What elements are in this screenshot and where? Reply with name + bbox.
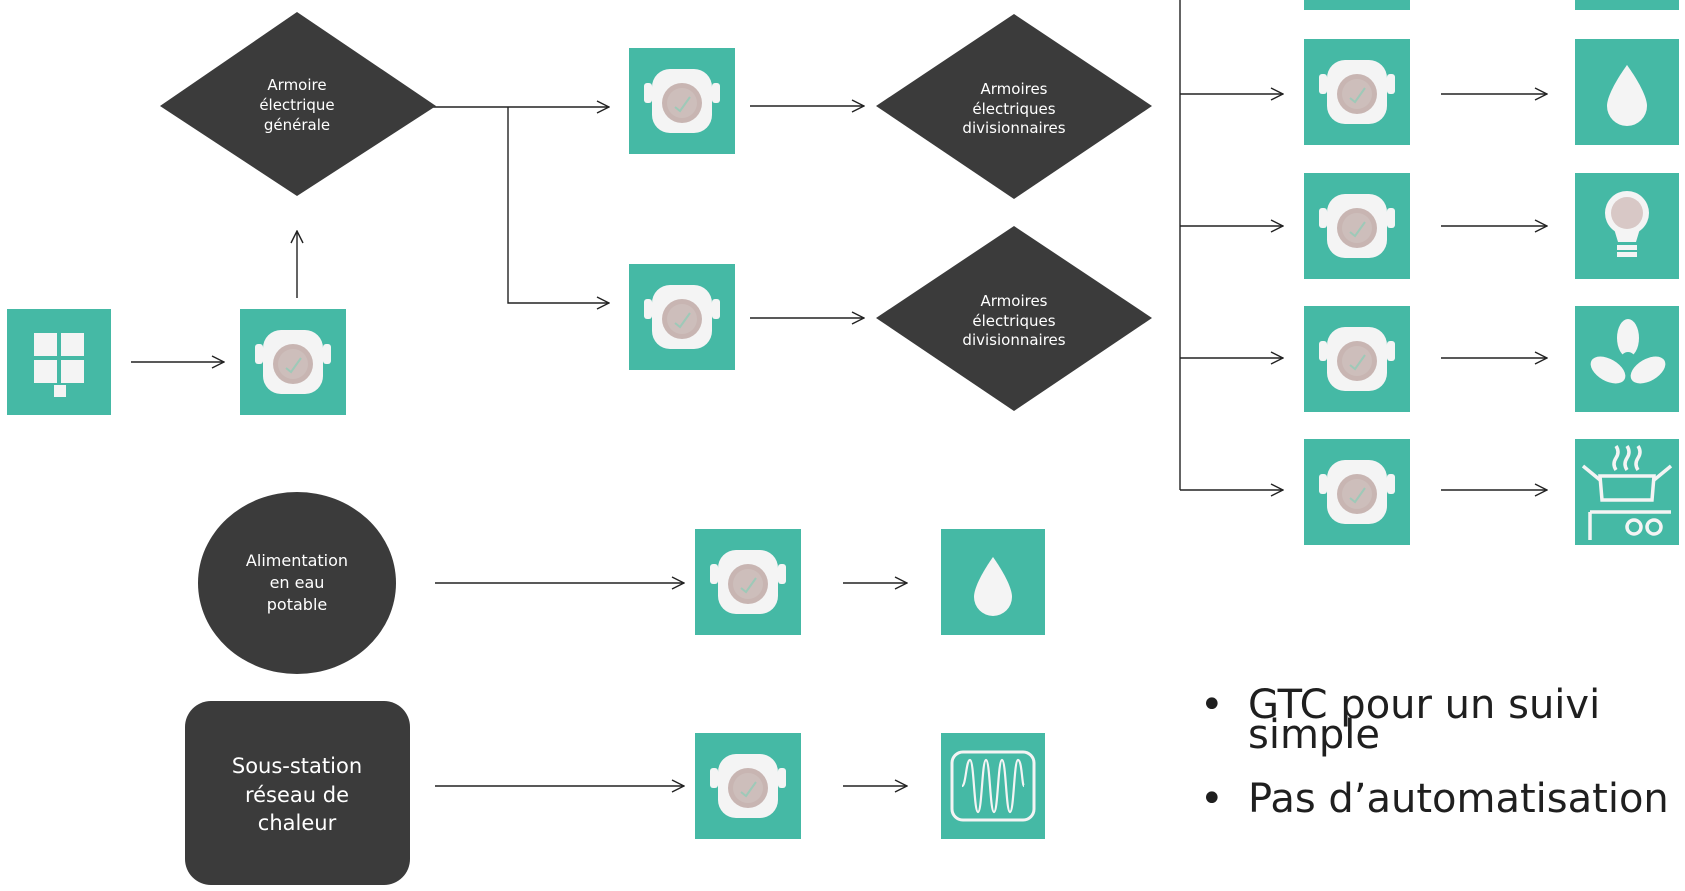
node-label-line: chaleur (258, 811, 337, 835)
meter-icon (629, 48, 735, 154)
node-label-line: générale (264, 116, 330, 134)
fan-icon (1575, 306, 1679, 412)
heat-wave-icon (941, 733, 1045, 839)
bullet-item: • Pas d’automatisation (1200, 776, 1678, 822)
meter-icon (695, 529, 801, 635)
node-label-line: Armoires (980, 292, 1047, 310)
node-label-line: divisionnaires (962, 119, 1065, 137)
node-label-line: en eau (270, 573, 325, 592)
meter-icon (240, 309, 346, 415)
node-label-line: Armoire (267, 76, 326, 94)
sous-station-node: Sous-station réseau de chaleur (185, 701, 410, 885)
cooking-pot-icon (1575, 439, 1679, 545)
water-drop-icon (1575, 39, 1679, 145)
node-label-line: potable (267, 595, 327, 614)
meter-icon (1304, 173, 1410, 279)
solar-panel-icon (7, 309, 111, 415)
bullet-dot: • (1200, 682, 1224, 728)
armoires-divisionnaires-node: Armoires électriques divisionnaires (876, 14, 1152, 199)
meter-icon (629, 264, 735, 370)
node-label-line: électriques (972, 100, 1055, 118)
meter-icon (1304, 0, 1410, 10)
bullet-list: • GTC pour un suivi simple • Pas d’automat… (1200, 682, 1678, 848)
meter-icon (695, 733, 801, 839)
node-label-line: divisionnaires (962, 331, 1065, 349)
node-label-line: réseau de (245, 783, 349, 807)
node-label-line: Sous-station (232, 754, 362, 778)
node-label-line: Armoires (980, 80, 1047, 98)
node-label-line: électrique (259, 96, 334, 114)
meter-icon (1304, 306, 1410, 412)
meter-icon (1304, 439, 1410, 545)
bullet-dot: • (1200, 776, 1224, 822)
bullet-item: • GTC pour un suivi simple (1200, 682, 1678, 758)
armoires-divisionnaires-node: Armoires électriques divisionnaires (876, 226, 1152, 411)
alimentation-eau-node: Alimentation en eau potable (198, 492, 396, 674)
end-use-icon (1575, 0, 1679, 10)
light-bulb-icon (1575, 173, 1679, 279)
connectors (131, 0, 1547, 786)
node-label-line: Alimentation (246, 551, 348, 570)
bullet-text: Pas d’automatisation (1248, 776, 1669, 822)
bullet-text: GTC pour un suivi simple (1248, 682, 1601, 758)
water-drop-icon (941, 529, 1045, 635)
node-label-line: électriques (972, 312, 1055, 330)
meter-icon (1304, 39, 1410, 145)
armoire-generale-node: Armoire électrique générale (160, 12, 436, 196)
